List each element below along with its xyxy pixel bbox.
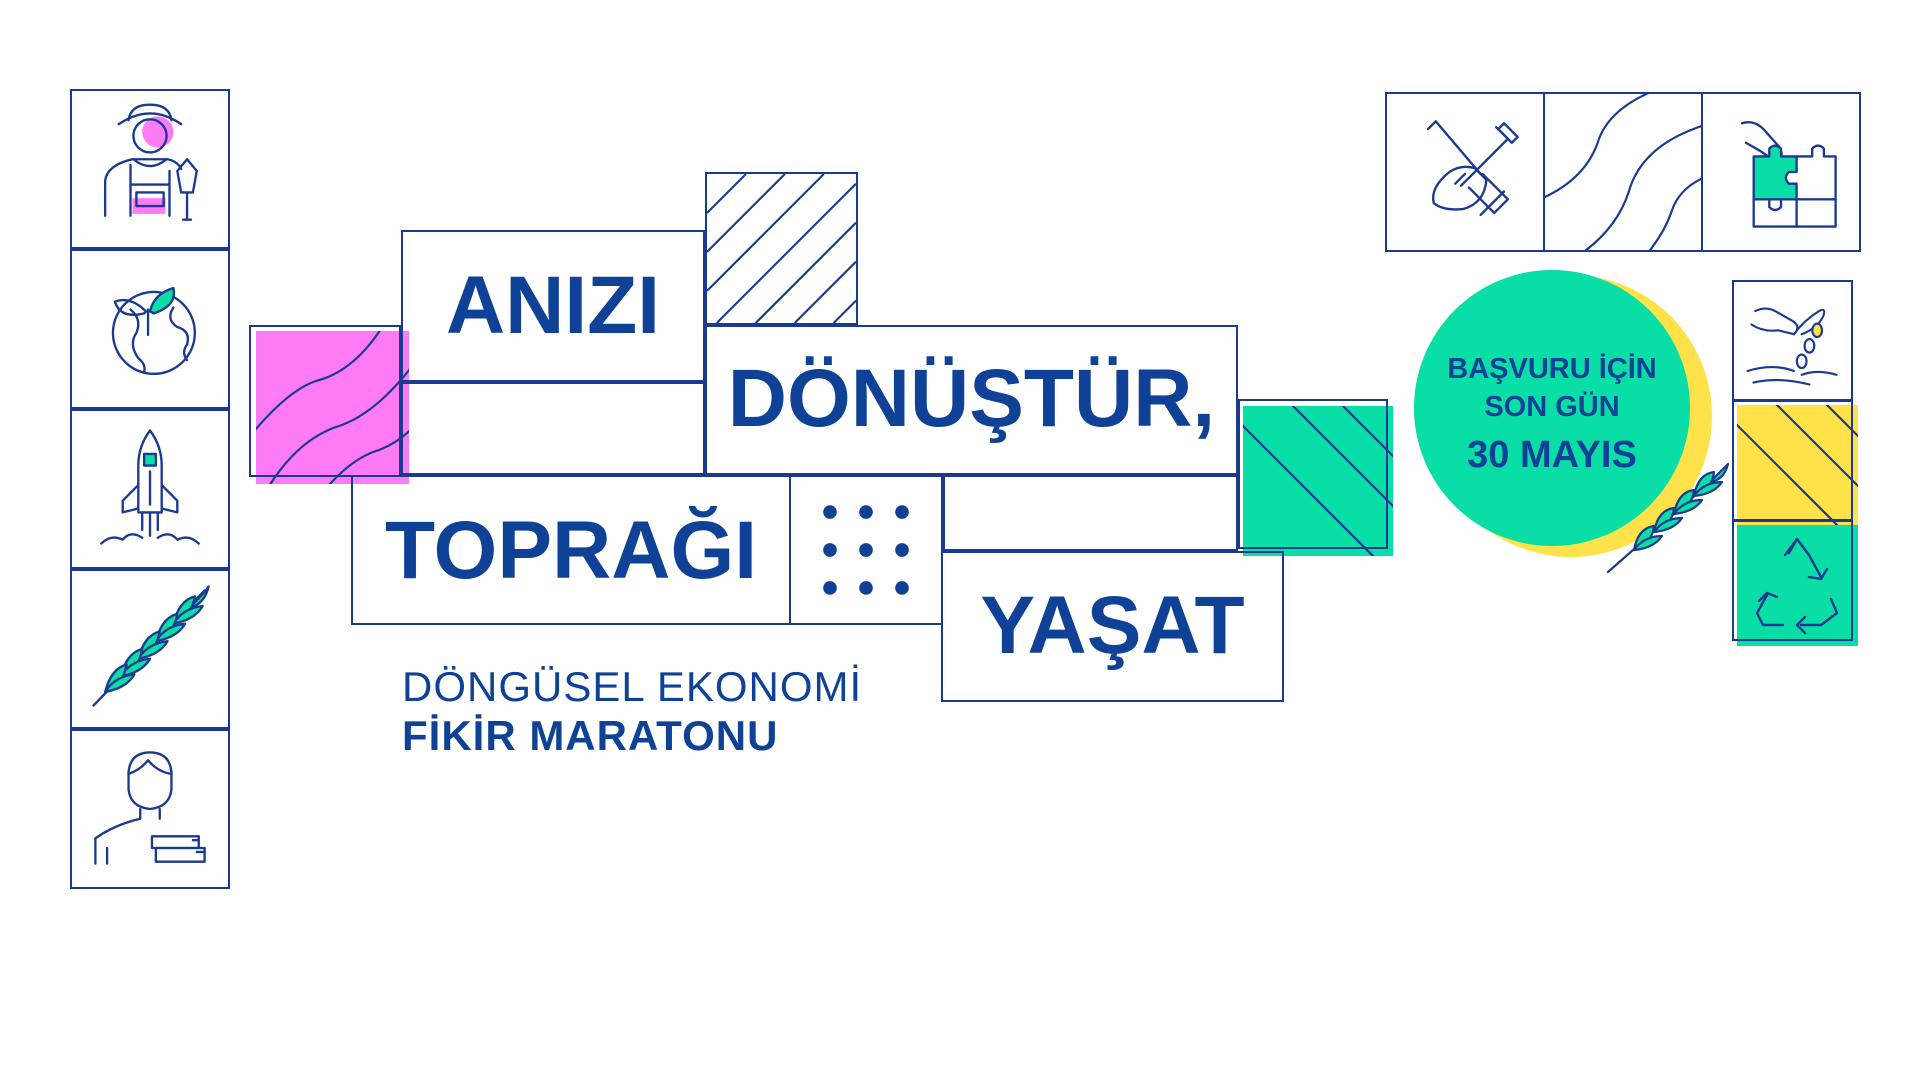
subtitle-line-2: FİKİR MARATONU: [402, 712, 779, 759]
hatch-square-top: [705, 172, 858, 325]
stripe-pattern-icon: [1732, 400, 1853, 521]
connector-box-right: [943, 475, 1238, 551]
wheat-sprig-icon: [1600, 460, 1730, 580]
word-box-anizi: [401, 230, 705, 382]
pink-square-outline: [249, 325, 401, 477]
green-hatch-square: [1243, 406, 1393, 556]
recycle-icon: [1732, 520, 1853, 641]
headline-word-3: TOPRAĞI: [384, 505, 758, 596]
badge-date: 30 MAYIS: [1467, 434, 1637, 476]
dot-grid-box: [789, 475, 943, 625]
badge-line-2: SON GÜN: [1484, 391, 1620, 423]
badge-line-1: BAŞVURU İÇİN: [1447, 353, 1657, 385]
farmer-icon: [70, 89, 230, 249]
pink-wave-square: [256, 331, 409, 484]
green-square-outline: [1238, 399, 1388, 549]
headline-word-2: DÖNÜŞTÜR,: [727, 353, 1216, 444]
sowing-hand-icon: [1732, 280, 1853, 401]
subtitle-line-1: DÖNGÜSEL EKONOMİ: [402, 663, 863, 710]
garden-tools-icon: [1385, 92, 1545, 252]
connector-box-left: [401, 382, 705, 475]
green-recycle-square: [1737, 525, 1858, 646]
globe-plant-icon: [70, 249, 230, 409]
headline-word-4: YAŞAT: [980, 580, 1245, 671]
rocket-icon: [70, 409, 230, 569]
wheat-icon: [70, 569, 230, 729]
puzzle-hand-icon: [1701, 92, 1861, 252]
student-books-icon: [70, 729, 230, 889]
wave-pattern-icon: [1543, 92, 1703, 252]
deadline-badge: BAŞVURU İÇİN SON GÜN 30 MAYIS: [1414, 270, 1690, 546]
yellow-stripe-square: [1737, 405, 1858, 526]
word-box-donustur: [705, 325, 1238, 475]
headline-word-1: ANIZI: [445, 260, 661, 351]
word-box-yasat: [941, 551, 1284, 702]
